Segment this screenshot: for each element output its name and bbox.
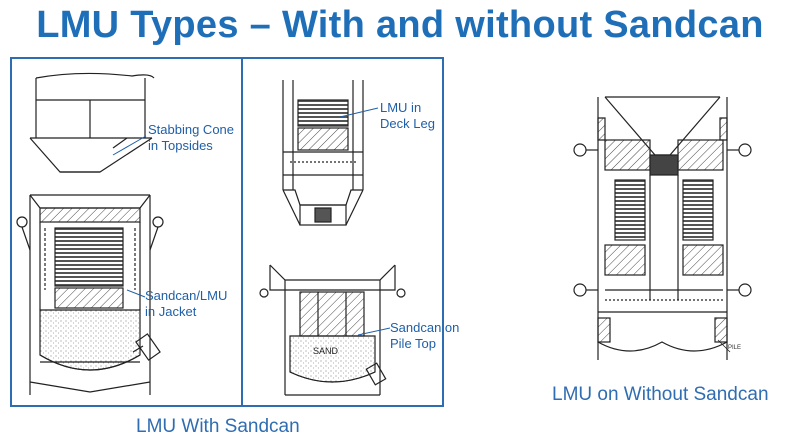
sandcan-pile-drawing [259, 264, 406, 396]
pile-text: PILE [728, 345, 742, 351]
frame-divider [241, 57, 243, 407]
stabbing-cone-label: Stabbing Cone in Topsides [148, 122, 235, 153]
stabbing-cone-drawing [29, 72, 155, 173]
sand-fill-text: SAND [313, 346, 339, 356]
page-title: LMU Types – With and without Sandcan [36, 4, 764, 46]
without-sandcan-caption: LMU on Without Sandcan [552, 384, 769, 405]
with-sandcan-caption: LMU With Sandcan [136, 416, 300, 437]
with-sandcan-frame [10, 57, 444, 407]
sandcan-jacket-drawing [16, 194, 164, 395]
without-sandcan-drawing [573, 96, 752, 360]
sandcan-pile-label: Sandcan on Pile Top [390, 320, 460, 351]
sandcan-jacket-label: Sandcan/LMU in Jacket [145, 288, 228, 319]
deck-leg-drawing [282, 80, 364, 226]
lmu-deck-leg-label: LMU in Deck Leg [380, 100, 435, 131]
